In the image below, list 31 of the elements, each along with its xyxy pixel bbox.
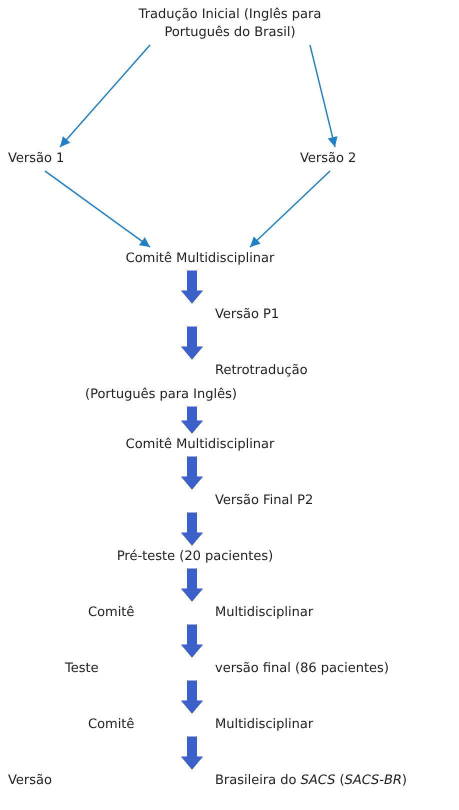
block-arrow — [180, 406, 204, 434]
block-arrow — [180, 624, 204, 658]
block-arrow — [180, 680, 204, 714]
step-text: Comitê Multidisciplinar — [126, 437, 274, 452]
block-arrow — [180, 456, 204, 490]
step-text: Versão — [8, 773, 52, 788]
step-text: Comitê Multidisciplinar — [126, 251, 274, 266]
step-text: Versão 2 — [300, 151, 356, 166]
step-text: Brasileira do SACS (SACS-BR) — [215, 773, 407, 788]
arrow — [44, 170, 150, 248]
step-text: Pré-teste (20 pacientes) — [116, 549, 274, 564]
step-text: Multidisciplinar — [215, 717, 314, 732]
step-text: Versão P1 — [215, 307, 280, 322]
step-text: Teste — [65, 661, 99, 676]
arrow — [309, 44, 338, 148]
block-arrow — [180, 568, 204, 602]
step-text: Multidisciplinar — [215, 605, 314, 620]
step-text: Versão Final P2 — [215, 493, 314, 508]
arrow — [250, 170, 330, 248]
step-text: versão final (86 pacientes) — [215, 661, 389, 676]
step-text: Retrotradução — [215, 363, 308, 378]
block-arrow — [180, 736, 204, 770]
block-arrow — [180, 512, 204, 546]
arrow — [59, 44, 151, 148]
step-text: Comitê — [88, 605, 134, 620]
block-arrow — [180, 270, 204, 304]
step-text: Versão 1 — [8, 151, 64, 166]
step-text: Tradução Inicial (Inglês para Português do Brasil) — [138, 7, 322, 40]
block-arrow — [180, 326, 204, 360]
step-text: (Português para Inglês) — [85, 387, 237, 402]
step-text: Comitê — [88, 717, 134, 732]
